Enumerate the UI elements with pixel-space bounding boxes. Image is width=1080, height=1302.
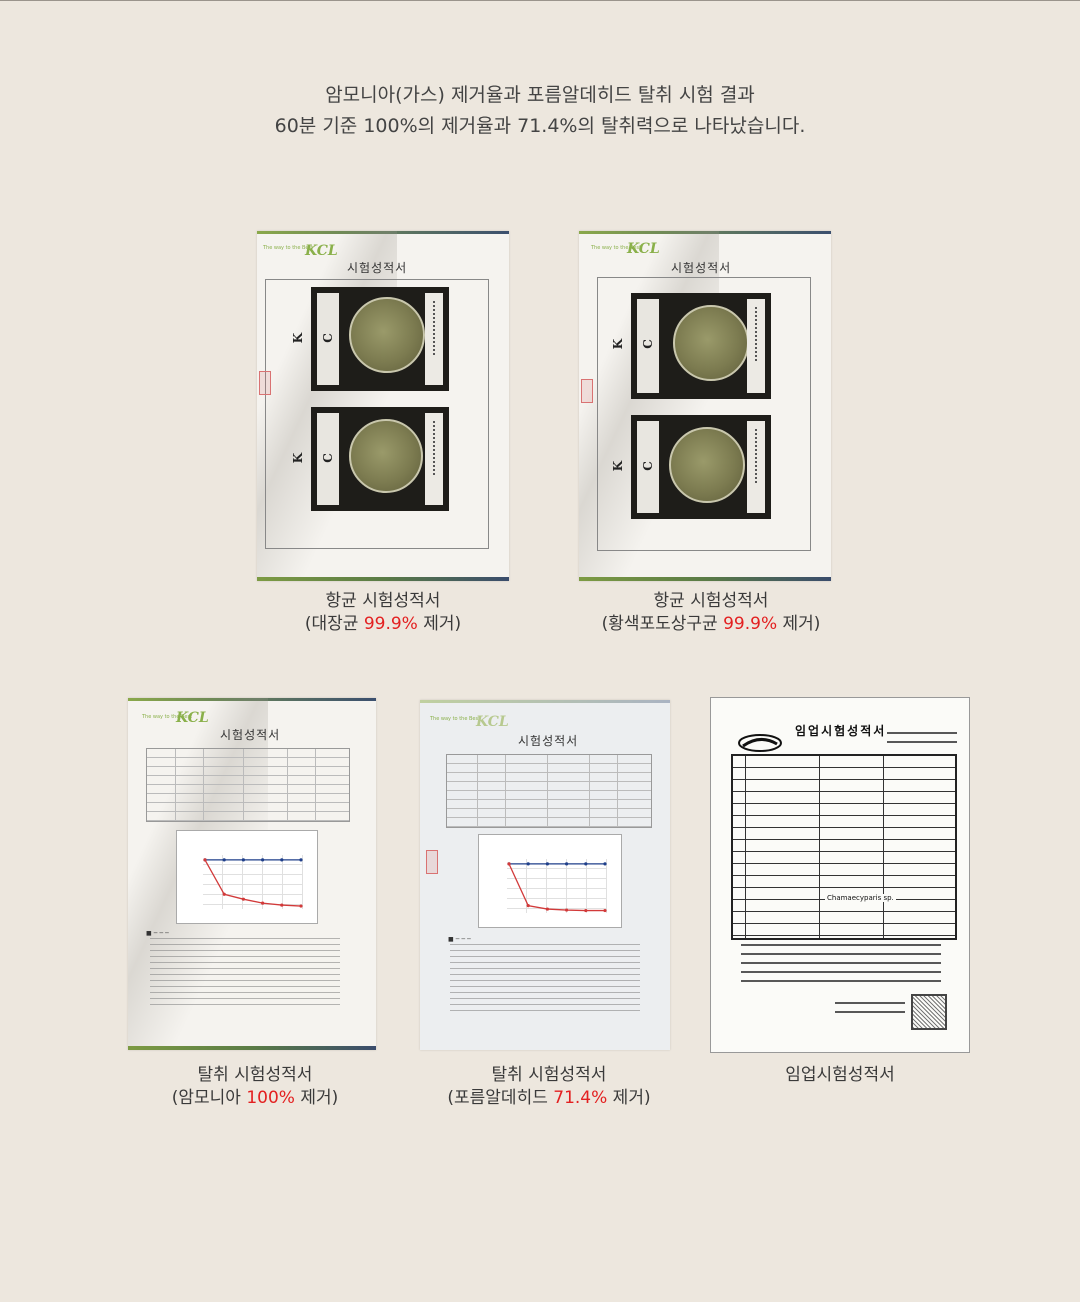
institute-logo-icon <box>738 734 782 752</box>
caption-title: 항균 시험성적서 <box>653 591 769 611</box>
red-stamp <box>426 850 438 874</box>
forestry-report-notes <box>741 944 941 986</box>
chart-point <box>299 904 303 908</box>
chart-point <box>261 901 265 905</box>
caption-ecoli: 항균 시험성적서 (대장균 99.9% 제거) <box>258 590 508 636</box>
official-seal <box>911 994 947 1030</box>
chart-point <box>507 862 511 866</box>
chart-point <box>526 862 530 866</box>
caption-detail: (암모니아 100% 제거) <box>171 1088 339 1108</box>
antibacterial-report-staph[interactable]: The way to the Best KCL 시험성적서 K C L K C … <box>579 231 831 581</box>
caption-detail: (황색포도상구균 99.9% 제거) <box>601 614 821 634</box>
kcl-logo: KCL <box>305 243 338 259</box>
chart-point <box>603 862 607 866</box>
ammonia-chart-svg <box>203 858 303 908</box>
deodorization-report-ammonia[interactable]: The way to the Best KCL 시험성적서 ■ ─ ─ ─ <box>128 698 376 1050</box>
caption-title: 탈취 시험성적서 <box>491 1065 607 1085</box>
forestry-test-report[interactable]: 임업시험성적서 Chamaecyparis sp. <box>710 697 970 1053</box>
chart-point <box>565 908 569 912</box>
report-title: 시험성적서 <box>220 728 281 742</box>
red-stamp <box>581 379 593 403</box>
caption-highlight: 71.4% <box>553 1088 608 1108</box>
caption-title: 항균 시험성적서 <box>325 591 441 611</box>
report-title: 시험성적서 <box>518 734 579 748</box>
chart-point <box>603 908 607 913</box>
top-divider <box>0 0 1080 1</box>
chart-point <box>299 858 303 862</box>
caption-staph: 항균 시험성적서 (황색포도상구균 99.9% 제거) <box>580 590 842 636</box>
chart-point <box>222 892 226 896</box>
red-stamp <box>259 371 271 395</box>
chart-point <box>222 858 226 862</box>
antibacterial-report-ecoli[interactable]: The way to the Best KCL 시험성적서 K C L K C … <box>257 231 509 581</box>
report-notes <box>450 944 640 1016</box>
headline: 암모니아(가스) 제거율과 포름알데히드 탈취 시험 결과 60분 기준 100… <box>0 80 1080 142</box>
headline-line-1: 암모니아(가스) 제거율과 포름알데히드 탈취 시험 결과 <box>325 84 755 106</box>
chart-point <box>565 862 569 866</box>
headline-line-2: 60분 기준 100%의 제거율과 71.4%의 탈취력으로 나타났습니다. <box>274 115 806 137</box>
caption-ammonia: 탈취 시험성적서 (암모니아 100% 제거) <box>130 1064 380 1110</box>
report-notes <box>150 938 340 1010</box>
caption-forestry: 임업시험성적서 <box>712 1064 968 1087</box>
formaldehyde-chart <box>478 834 622 928</box>
caption-highlight: 99.9% <box>723 614 778 634</box>
petri-photo: K C L <box>611 415 771 519</box>
caption-detail: (대장균 99.9% 제거) <box>304 614 462 634</box>
chart-point <box>241 897 245 901</box>
chart-point <box>545 862 549 866</box>
results-table <box>446 754 652 828</box>
report-title: 시험성적서 <box>671 261 732 275</box>
chart-point <box>203 858 207 862</box>
deodorization-report-formaldehyde[interactable]: The way to the Best KCL 시험성적서 ■ ─ ─ ─ <box>420 700 670 1050</box>
chart-point <box>280 903 284 907</box>
chart-point <box>584 908 588 913</box>
chart-point <box>261 858 265 862</box>
chart-point <box>280 858 284 862</box>
caption-detail: (포름알데히드 71.4% 제거) <box>447 1088 651 1108</box>
kcl-logo: KCL <box>627 241 660 257</box>
petri-photo: K C L <box>291 407 449 511</box>
forestry-report-table: Chamaecyparis sp. <box>731 754 957 940</box>
caption-highlight: 99.9% <box>363 614 418 634</box>
chart-series-line <box>508 863 605 912</box>
species-label: Chamaecyparis sp. <box>825 894 896 902</box>
caption-title: 임업시험성적서 <box>785 1065 895 1085</box>
chart-point <box>241 858 245 862</box>
kcl-logo: KCL <box>176 710 209 726</box>
chart-point <box>584 862 588 866</box>
caption-title: 탈취 시험성적서 <box>197 1065 313 1085</box>
chart-point <box>545 907 549 911</box>
report-title: 시험성적서 <box>347 261 408 275</box>
petri-photo: K C L <box>611 293 771 399</box>
formaldehyde-chart-svg <box>507 862 607 913</box>
chart-point <box>526 904 530 908</box>
kcl-logo: KCL <box>476 714 509 730</box>
caption-formaldehyde: 탈취 시험성적서 (포름알데히드 71.4% 제거) <box>418 1064 680 1110</box>
results-table <box>146 748 350 822</box>
chart-series-line <box>204 859 302 907</box>
caption-highlight: 100% <box>246 1088 295 1108</box>
petri-photo: K C L <box>291 287 449 391</box>
ammonia-chart <box>176 830 318 924</box>
forestry-report-title: 임업시험성적서 <box>795 724 887 738</box>
